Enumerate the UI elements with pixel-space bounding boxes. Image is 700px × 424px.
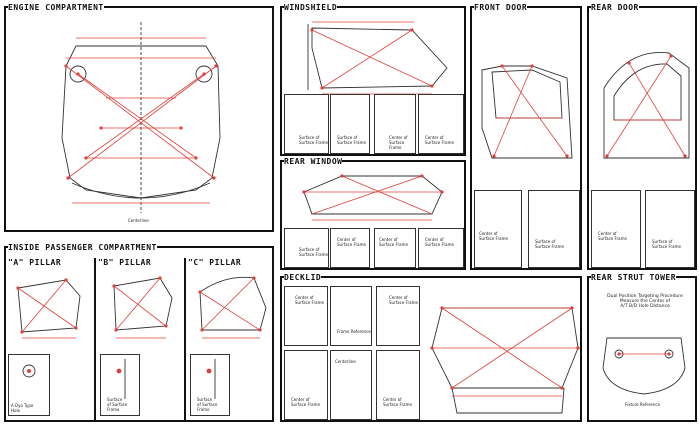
- windshield-detail-2-caption: Surface of Surface Frame: [337, 135, 366, 145]
- rear-door-detail-2: Surface of Surface Frame: [645, 190, 695, 268]
- decklid-detail-3-caption: Center of Surface Frame: [389, 295, 418, 305]
- rear-window-detail-2-caption: Center of Surface Frame: [337, 237, 366, 247]
- windshield-detail-3: Center of Surface Frame: [374, 94, 416, 154]
- front-door-detail-2-caption: Surface of Surface Frame: [535, 239, 564, 249]
- decklid-detail-2-caption: Frame Reference: [337, 329, 371, 334]
- c-pillar-title: "C" PILLAR: [188, 258, 242, 267]
- decklid-detail-4-caption: Center of Surface Frame: [291, 397, 320, 407]
- decklid-diagram: [430, 306, 580, 414]
- front-door-panel: Center of Surface Frame Surface of Surfa…: [470, 3, 582, 270]
- rear-window-detail-3: Center of Surface Frame: [374, 228, 416, 268]
- b-pillar-detail: Surface of Surface Frame: [100, 354, 140, 416]
- windshield-panel: Surface of Surface Frame Surface of Surf…: [280, 3, 466, 156]
- windshield-detail-3-caption: Center of Surface Frame: [389, 135, 408, 150]
- rear-window-detail-1-caption: Surface of Surface Frame: [299, 247, 328, 257]
- rear-window-panel: Surface of Surface Frame Center of Surfa…: [280, 157, 466, 270]
- a-pillar-detail-shape: [22, 364, 36, 378]
- rear-window-detail-4: Center of Surface Frame: [418, 228, 464, 268]
- a-pillar-section: "A" PILLAR A Dyo Type Hole: [6, 258, 92, 420]
- b-pillar-title: "B" PILLAR: [98, 258, 152, 267]
- rear-strut-tower-footer: Fixture Reference: [625, 402, 661, 407]
- rear-window-detail-1: Surface of Surface Frame: [284, 228, 329, 268]
- inside-passenger-panel: INSIDE PASSENGER COMPARTMENT "A" PILLAR …: [4, 243, 274, 422]
- engine-compartment-panel: ENGINE COMPARTMENT Centerline: [4, 3, 274, 232]
- windshield-detail-4: Center of Surface Frame: [418, 94, 464, 154]
- rear-door-title: REAR DOOR: [591, 3, 639, 12]
- c-pillar-detail-shape: [206, 359, 216, 399]
- rear-window-diagram: [302, 174, 444, 221]
- front-door-detail-1-caption: Center of Surface Frame: [479, 231, 508, 241]
- engine-compartment-title: ENGINE COMPARTMENT: [8, 3, 104, 12]
- decklid-detail-5: Centerline: [330, 350, 372, 420]
- front-door-detail-1: Center of Surface Frame: [474, 190, 522, 268]
- decklid-detail-4: Center of Surface Frame: [284, 350, 328, 420]
- rear-strut-tower-panel: Dual Position Targeting Procedure Measur…: [587, 273, 697, 422]
- rear-window-detail-2: Center of Surface Frame: [330, 228, 370, 268]
- rear-strut-tower-diagram: [602, 337, 686, 395]
- rear-strut-tower-title: REAR STRUT TOWER: [591, 273, 677, 282]
- decklid-detail-6-caption: Center of Surface Frame: [383, 397, 412, 407]
- b-pillar-caption: Surface of Surface Frame: [107, 397, 128, 412]
- c-pillar-caption: Surface of Surface Frame: [197, 397, 218, 412]
- decklid-detail-6: Center of Surface Frame: [376, 350, 420, 420]
- a-pillar-caption: A Dyo Type Hole: [11, 403, 34, 413]
- a-pillar-title: "A" PILLAR: [8, 258, 62, 267]
- decklid-title: DECKLID: [284, 273, 322, 282]
- rear-door-detail-1: Center of Surface Frame: [591, 190, 641, 268]
- rear-door-panel: Center of Surface Frame Surface of Surfa…: [587, 3, 697, 270]
- b-pillar-detail-shape: [116, 359, 126, 399]
- windshield-detail-4-caption: Center of Surface Frame: [425, 135, 454, 145]
- engine-compartment-diagram: [61, 22, 221, 213]
- c-pillar-diagram: [198, 276, 267, 339]
- decklid-detail-2: Frame Reference: [330, 286, 372, 346]
- b-pillar-section: "B" PILLAR Surface of Surface Frame: [94, 258, 182, 420]
- front-door-title: FRONT DOOR: [474, 3, 528, 12]
- rear-window-title: REAR WINDOW: [284, 157, 343, 166]
- decklid-detail-3: Center of Surface Frame: [376, 286, 420, 346]
- windshield-detail-2: Surface of Surface Frame: [330, 94, 370, 154]
- rear-door-diagram: [603, 52, 690, 159]
- rear-door-detail-2-caption: Surface of Surface Frame: [652, 239, 681, 249]
- front-door-detail-2: Surface of Surface Frame: [528, 190, 580, 268]
- c-pillar-detail: Surface of Surface Frame: [190, 354, 230, 416]
- b-pillar-diagram: [112, 276, 173, 339]
- rear-window-detail-4-caption: Center of Surface Frame: [425, 237, 454, 247]
- a-pillar-detail: A Dyo Type Hole: [8, 354, 50, 416]
- decklid-panel: Center of Surface Frame Frame Reference …: [280, 273, 582, 422]
- front-door-diagram: [481, 64, 573, 159]
- engine-centerline-label: Centerline: [128, 218, 149, 223]
- c-pillar-section: "C" PILLAR Surface of Surface Frame: [184, 258, 272, 420]
- decklid-detail-1: Center of Surface Frame: [284, 286, 328, 346]
- rear-door-detail-1-caption: Center of Surface Frame: [598, 231, 627, 241]
- inside-passenger-title: INSIDE PASSENGER COMPARTMENT: [8, 243, 157, 252]
- rear-window-detail-3-caption: Center of Surface Frame: [379, 237, 408, 247]
- rear-strut-tower-note: Dual Position Targeting Procedure Measur…: [607, 294, 683, 309]
- windshield-detail-1-caption: Surface of Surface Frame: [299, 135, 328, 145]
- decklid-detail-5-caption: Centerline: [335, 359, 356, 364]
- windshield-title: WINDSHIELD: [284, 3, 338, 12]
- windshield-detail-1: Surface of Surface Frame: [284, 94, 329, 154]
- a-pillar-diagram: [16, 278, 81, 339]
- decklid-detail-1-caption: Center of Surface Frame: [295, 295, 324, 305]
